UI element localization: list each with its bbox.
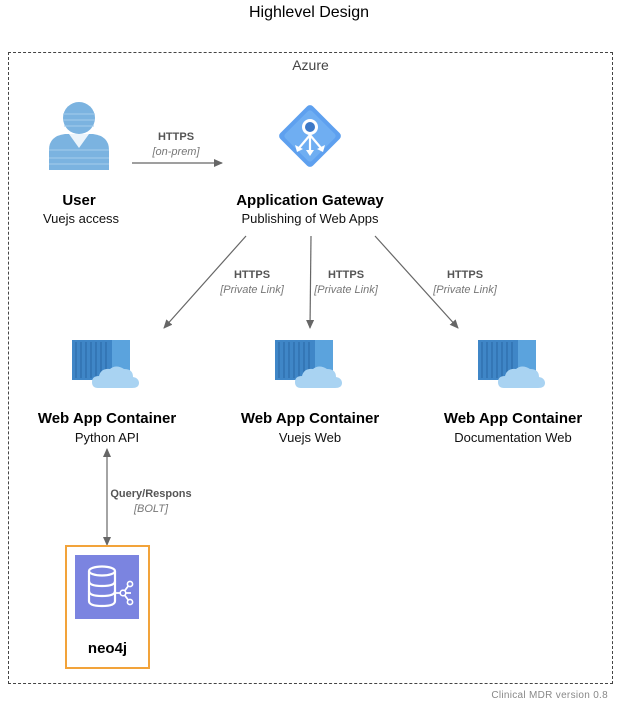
azure-boundary-label: Azure [292,57,329,73]
web-title: Web App Container [240,410,380,427]
container-cloud-icon [478,340,545,388]
version-footer: Clinical MDR version 0.8 [491,690,608,701]
container-cloud-icon [275,340,342,388]
azure-boundary [8,52,613,684]
web-desc: Vuejs Web [278,430,342,445]
diagram-title: Highlevel Design [248,4,370,21]
docs-title: Web App Container [443,410,583,427]
user-desc: Vuejs access [42,211,120,226]
neo4j-title: neo4j [87,640,128,657]
neo4j-node [65,545,150,669]
edge-gateway-web [306,235,315,329]
api-desc: Python API [74,430,140,445]
graph-database-icon [75,555,139,619]
api-title: Web App Container [37,410,177,427]
application-gateway-icon [279,105,341,167]
edge-gateway-api-label: HTTPS [233,269,271,281]
edge-user-gateway-tech: [on-prem] [152,146,200,158]
edge-api-neo4j-label: Query/Respons [110,488,192,500]
edge-gateway-web-label: HTTPS [327,269,365,281]
edge-api-neo4j-tech: [BOLT] [133,503,169,515]
edge-gateway-web-tech: [Private Link] [314,284,378,296]
gateway-title: Application Gateway [236,192,384,209]
container-cloud-icon [72,340,139,388]
edge-gateway-docs [374,235,459,329]
docs-desc: Documentation Web [454,430,572,445]
edge-user-gateway-label: HTTPS [157,131,195,143]
edge-gateway-api [163,235,247,329]
edge-gateway-docs-label: HTTPS [446,269,484,281]
user-title: User [62,192,96,209]
gateway-desc: Publishing of Web Apps [241,211,379,226]
user-icon [49,102,109,170]
edge-gateway-docs-tech: [Private Link] [433,284,497,296]
edge-gateway-api-tech: [Private Link] [220,284,284,296]
